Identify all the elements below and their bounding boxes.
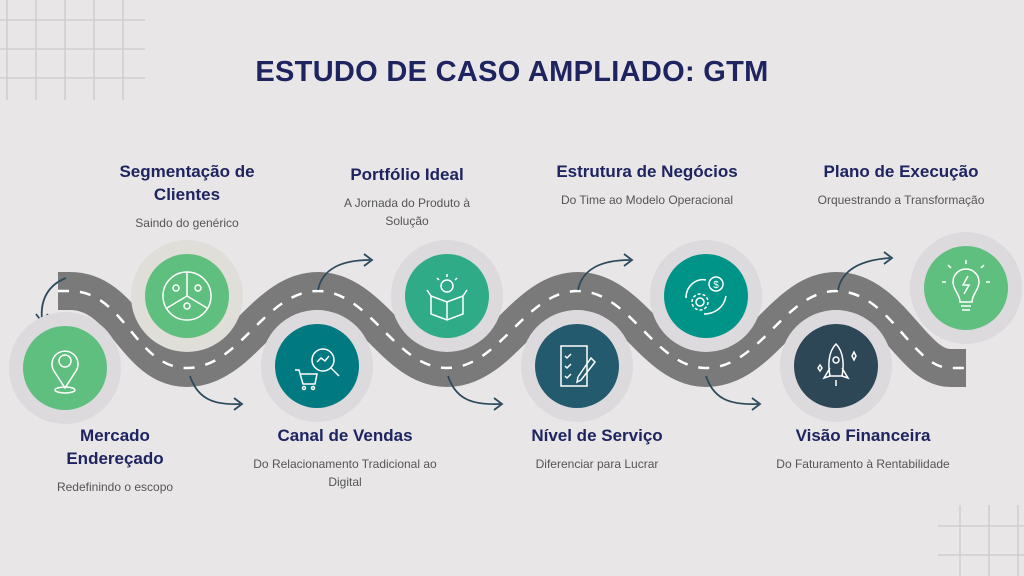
page-title: ESTUDO DE CASO AMPLIADO: GTM — [255, 56, 769, 88]
circle-nivel — [521, 310, 633, 422]
step-title: Segmentação de Clientes — [119, 162, 255, 204]
road — [58, 271, 966, 388]
dollar-sign-glyph: $ — [713, 280, 719, 291]
circle-visao — [780, 310, 892, 422]
lightbulb-icon — [942, 260, 990, 311]
step-title: Mercado Endereçado — [66, 426, 164, 468]
step-mercado: Mercado Endereçado Redefinindo o escopo — [0, 424, 230, 496]
rocket-icon — [817, 342, 857, 386]
grid-decoration-top-left — [0, 0, 145, 100]
step-nivel: Nível de Serviço Diferenciar para Lucrar — [482, 424, 712, 473]
step-title: Visão Financeira — [795, 426, 931, 445]
step-title: Portfólio Ideal — [350, 165, 464, 184]
box-idea-icon — [426, 274, 468, 321]
direction-arrows — [35, 251, 894, 411]
step-subtitle: Do Faturamento à Rentabilidade — [776, 457, 950, 471]
circle-plano — [910, 232, 1022, 344]
step-subtitle: Do Relacionamento Tradicional ao Digital — [253, 457, 437, 489]
step-subtitle: Redefinindo o escopo — [56, 480, 174, 494]
cart-analytics-icon — [295, 348, 340, 391]
step-plano: Plano de Execução Orquestrando a Transfo… — [786, 160, 1016, 209]
step-subtitle: Saindo do genérico — [135, 216, 239, 230]
step-subtitle: Do Time ao Modelo Operacional — [560, 193, 734, 207]
step-title: Estrutura de Negócios — [556, 162, 738, 181]
circle-canal — [261, 310, 373, 422]
step-visao: Visão Financeira Do Faturamento à Rentab… — [748, 424, 978, 473]
location-pin-icon — [51, 350, 79, 394]
segments-users-icon — [162, 271, 212, 321]
step-circles: $ — [9, 232, 1022, 424]
step-title: Nível de Serviço — [531, 426, 663, 445]
circle-mercado — [9, 312, 121, 424]
step-segmentacao: Segmentação de Clientes Saindo do genéri… — [72, 160, 302, 232]
step-title: Canal de Vendas — [277, 426, 413, 445]
circle-portfolio — [391, 240, 503, 352]
step-subtitle: Diferenciar para Lucrar — [535, 457, 659, 471]
step-portfolio: Portfólio Ideal A Jornada do Produto à S… — [292, 163, 522, 230]
gear-money-icon — [685, 276, 727, 315]
grid-decoration-bottom-right — [938, 505, 1024, 576]
step-canal: Canal de Vendas Do Relacionamento Tradic… — [230, 424, 460, 491]
step-subtitle: Orquestrando a Transformação — [817, 193, 985, 207]
step-subtitle: A Jornada do Produto à Solução — [343, 196, 471, 228]
circle-estrutura: $ — [650, 240, 762, 352]
step-estrutura: Estrutura de Negócios Do Time ao Modelo … — [532, 160, 762, 209]
step-title: Plano de Execução — [823, 162, 979, 181]
checklist-pen-icon — [560, 345, 596, 387]
circle-segmentacao — [131, 240, 243, 352]
